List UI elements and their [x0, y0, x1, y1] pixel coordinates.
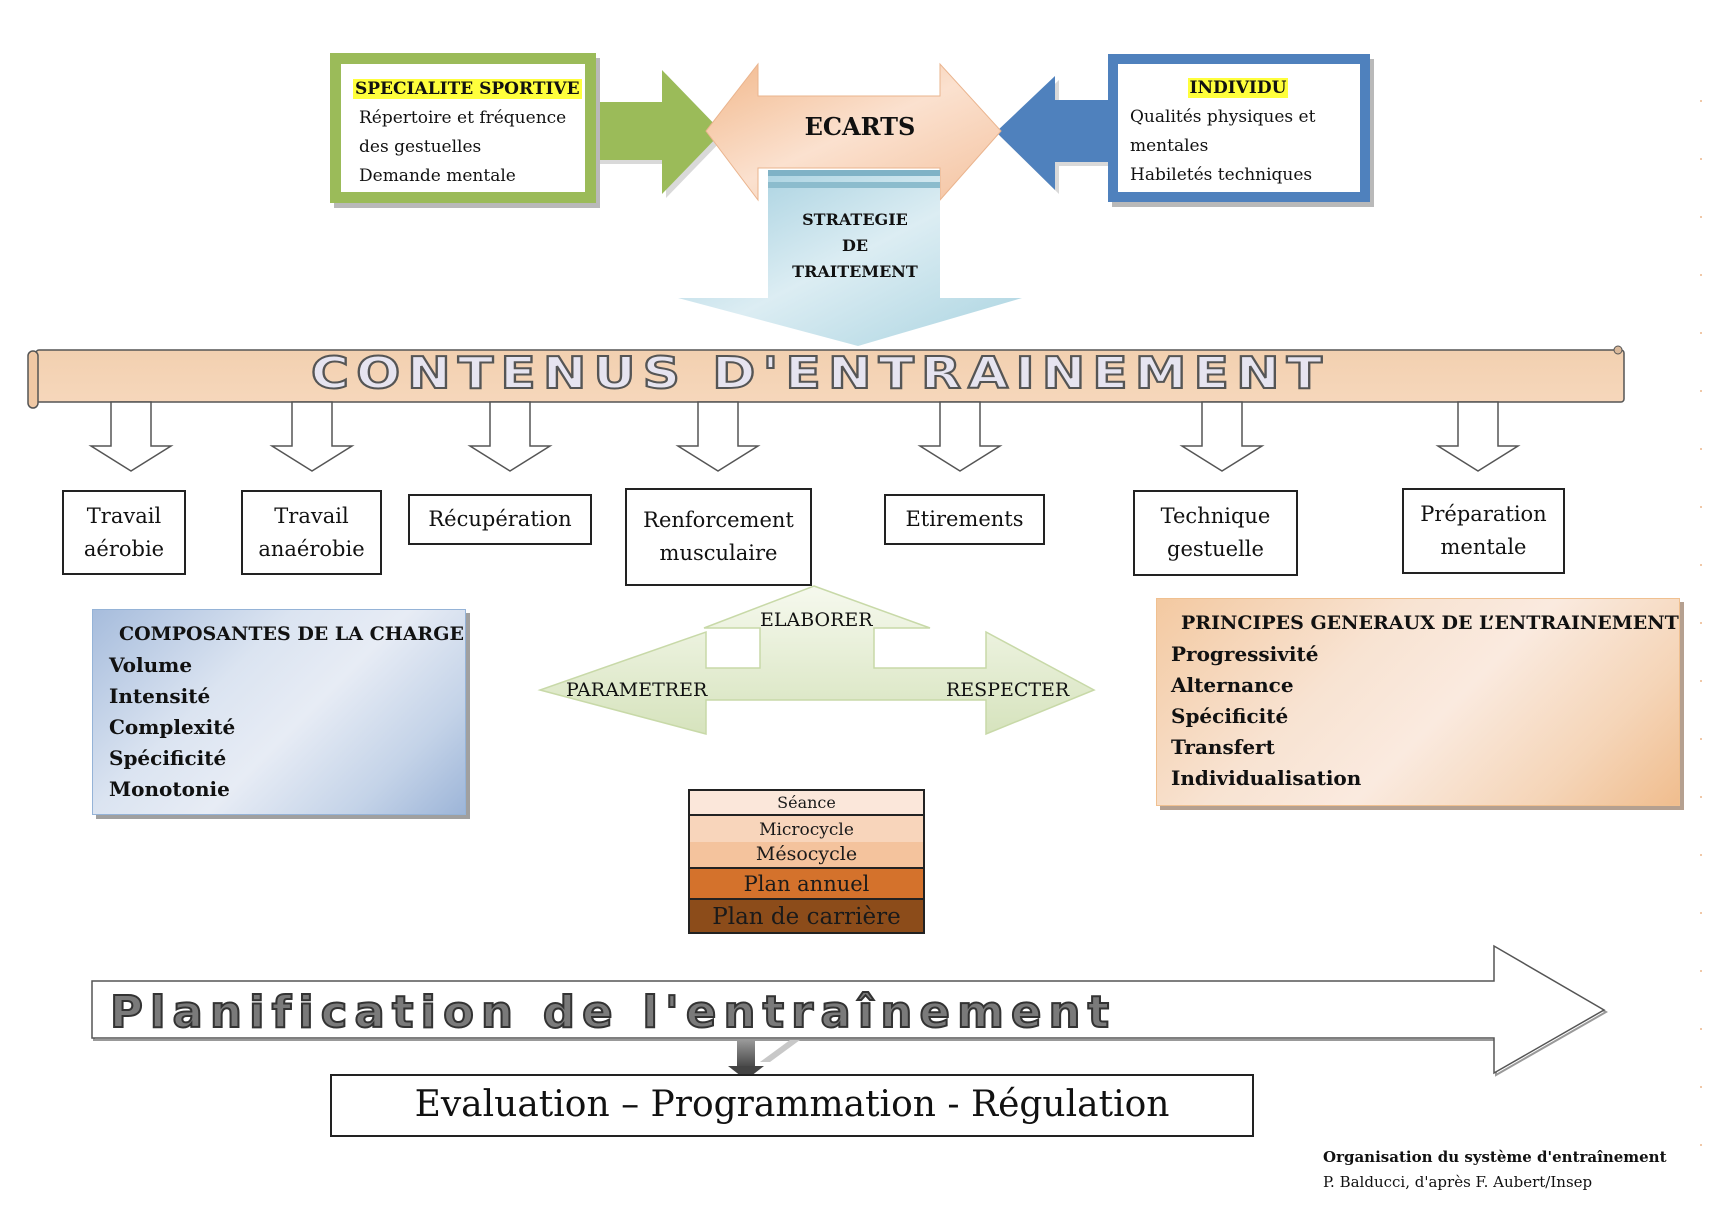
planification-title: Planification de l'entraînement: [109, 987, 1117, 1039]
content-line: Travail: [274, 503, 349, 528]
strategie-line: DE: [841, 236, 869, 255]
margin-dot: [1700, 680, 1702, 682]
individu-line: mentales: [1130, 136, 1209, 156]
content-line: Travail: [86, 503, 162, 528]
margin-dot: [1700, 738, 1702, 740]
verb-elaborer: ELABORER: [760, 609, 873, 631]
margin-dot: [1700, 100, 1702, 102]
credit-subtitle: P. Balducci, d'après F. Aubert/Insep: [1323, 1173, 1593, 1191]
credit: Organisation du système d'entraînement P…: [1323, 1145, 1667, 1195]
content-line: gestuelle: [1167, 537, 1264, 561]
margin-dot: [1700, 158, 1702, 160]
specialite-title: SPECIALITE SPORTIVE: [353, 79, 582, 99]
margin-dot: [1700, 796, 1702, 798]
content-line: Préparation: [1420, 502, 1547, 526]
specialite-line: Demande mentale: [359, 166, 516, 186]
strategie-down-arrow: [678, 170, 1022, 346]
content-box-travail-aerobie: Travail aérobie: [62, 490, 186, 575]
specialite-line: des gestuelles: [359, 137, 482, 157]
specialite-line: Répertoire et fréquence: [359, 108, 567, 128]
contenus-banner: [27, 345, 1625, 409]
verb-parametrer: PARAMETRER: [566, 679, 708, 701]
margin-dot: [1700, 1086, 1702, 1088]
content-line: Etirements: [905, 507, 1024, 531]
margin-dot: [1700, 622, 1702, 624]
content-line: aérobie: [83, 536, 165, 561]
verb-respecter: RESPECTER: [946, 679, 1070, 701]
margin-dot: [1700, 1028, 1702, 1030]
panel-item: Volume: [109, 653, 193, 677]
margin-dot: [1700, 274, 1702, 276]
individu-box: INDIVIDU Qualités physiques et mentales …: [1108, 54, 1370, 202]
content-down-arrow: [675, 401, 761, 472]
credit-title: Organisation du système d'entraînement: [1323, 1148, 1667, 1166]
arrow-specialite-to-ecarts: [596, 70, 726, 198]
verb-arrows: [537, 585, 1096, 736]
margin-dot: [1700, 506, 1702, 508]
content-line: Récupération: [428, 507, 572, 531]
panel-item: Intensité: [109, 684, 211, 708]
specialite-sportive-box: SPECIALITE SPORTIVE Répertoire et fréque…: [330, 53, 596, 203]
strategie-label: STRATEGIE DE TRAITEMENT: [770, 207, 940, 285]
panel-item: Monotonie: [109, 777, 230, 801]
content-box-renforcement: Renforcement musculaire: [625, 488, 812, 586]
content-line: musculaire: [659, 541, 778, 565]
margin-dot: [1700, 216, 1702, 218]
strategie-line: STRATEGIE: [802, 210, 908, 229]
margin-dot: [1700, 854, 1702, 856]
panel-item: Alternance: [1171, 673, 1294, 697]
content-box-recuperation: Récupération: [408, 494, 592, 545]
content-down-arrow: [88, 401, 174, 472]
cycle-row-plan-carriere: Plan de carrière: [690, 900, 923, 934]
principes-generaux-panel: PRINCIPES GENERAUX DE L’ENTRAINEMENT Pro…: [1156, 598, 1680, 806]
panel-title: PRINCIPES GENERAUX DE L’ENTRAINEMENT: [1181, 612, 1679, 634]
cycle-table: Séance Microcycle Mésocycle Plan annuel …: [688, 789, 925, 934]
content-box-preparation: Préparation mentale: [1402, 488, 1565, 574]
planification-arrow: [91, 944, 1609, 1077]
margin-dot: [1700, 448, 1702, 450]
margin-dot: [1700, 912, 1702, 914]
content-line: Technique: [1160, 504, 1271, 528]
content-down-arrow: [917, 401, 1003, 472]
panel-title: COMPOSANTES DE LA CHARGE: [119, 623, 464, 645]
cycle-row-microcycle: Microcycle: [690, 816, 923, 842]
content-box-travail-anaerobie: Travail anaérobie: [241, 490, 382, 575]
content-down-arrow: [1435, 401, 1521, 472]
panel-item: Spécificité: [109, 746, 227, 770]
panel-item: Individualisation: [1171, 766, 1362, 790]
panel-item: Progressivité: [1171, 642, 1319, 666]
cycle-row-mesocycle: Mésocycle: [690, 842, 923, 869]
evaluation-down-arrow: [728, 1040, 800, 1080]
margin-dot: [1700, 970, 1702, 972]
panel-item: Transfert: [1171, 735, 1275, 759]
content-line: mentale: [1440, 535, 1527, 559]
individu-line: Qualités physiques et: [1130, 107, 1316, 127]
content-down-arrow: [467, 401, 553, 472]
cycle-row-seance: Séance: [690, 791, 923, 816]
arrow-individu-to-ecarts: [996, 76, 1112, 194]
composantes-charge-panel: COMPOSANTES DE LA CHARGE Volume Intensit…: [92, 609, 466, 815]
margin-dot: [1700, 390, 1702, 392]
margin-dot: [1700, 1144, 1702, 1146]
contenus-banner-title: CONTENUS D'ENTRAINEMENT: [310, 348, 1330, 399]
content-down-arrow: [269, 401, 355, 472]
margin-dot: [1700, 564, 1702, 566]
strategie-line: TRAITEMENT: [792, 262, 918, 281]
panel-item: Spécificité: [1171, 704, 1289, 728]
content-down-arrow: [1179, 401, 1265, 472]
ecarts-label: ECARTS: [804, 112, 916, 141]
content-box-etirements: Etirements: [884, 494, 1045, 545]
cycle-row-plan-annuel: Plan annuel: [690, 869, 923, 900]
content-box-technique: Technique gestuelle: [1133, 490, 1298, 576]
evaluation-box: Evaluation – Programmation - Régulation: [330, 1074, 1254, 1137]
panel-item: Complexité: [109, 715, 236, 739]
content-line: Renforcement: [643, 508, 794, 532]
content-line: anaérobie: [258, 536, 365, 561]
margin-dot: [1700, 332, 1702, 334]
ecarts-double-arrow: [705, 62, 1002, 202]
individu-title: INDIVIDU: [1187, 78, 1289, 98]
individu-line: Habiletés techniques: [1130, 165, 1313, 185]
